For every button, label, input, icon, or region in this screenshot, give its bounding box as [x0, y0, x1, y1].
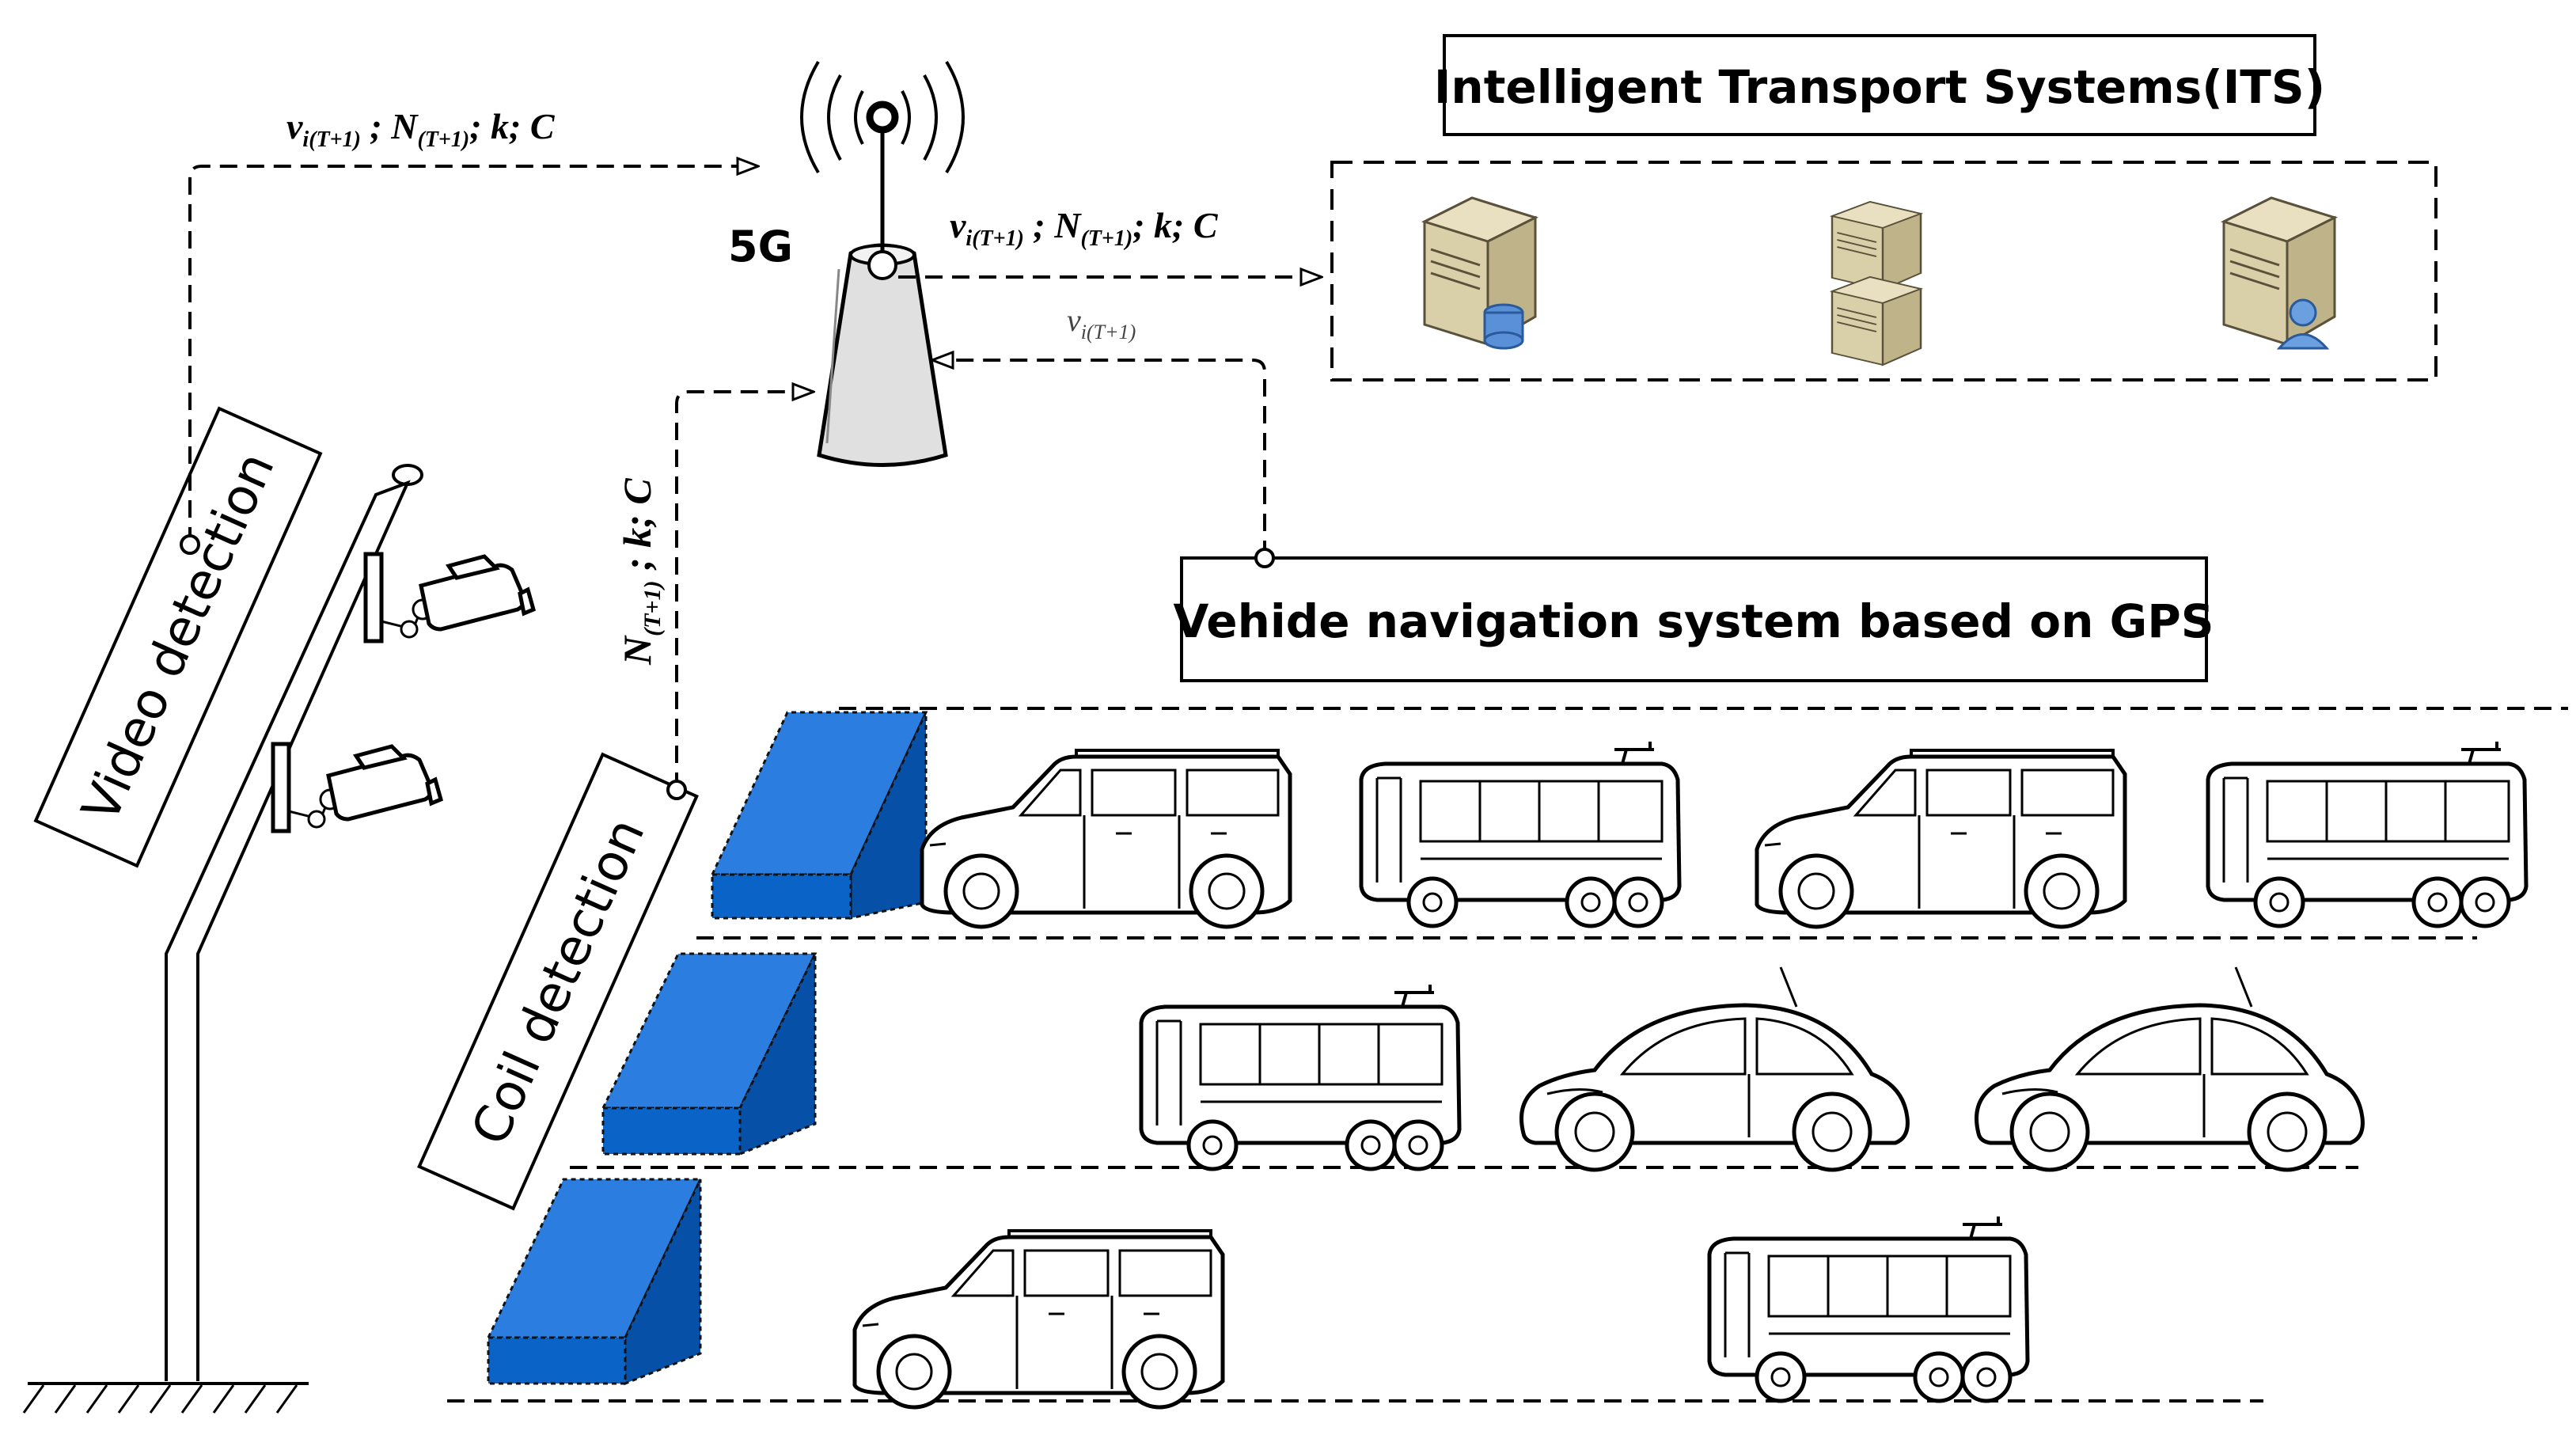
gps-navigation-box: Vehide navigation system based on GPS: [1174, 556, 2214, 682]
its-title-box: Intelligent Transport Systems(ITS): [1434, 34, 2325, 136]
antenna-icon: [800, 60, 965, 174]
gps-title: Vehide navigation system based on GPS: [1174, 594, 2214, 648]
beetle-car-icon: [1977, 967, 2363, 1170]
flow-label-coil: N(T+1) ; k; C: [615, 478, 666, 666]
coil-detector-block: [601, 952, 818, 1156]
bus-icon: [1141, 985, 1459, 1169]
coil-detector-block: [710, 711, 928, 920]
5g-label: 5G: [728, 222, 793, 271]
van-icon: [1757, 750, 2125, 927]
flow-label-its: vi(T+1) ; N(T+1); k; C: [950, 205, 1219, 251]
database-server-icon: [1423, 196, 1537, 350]
user-server-icon: [2222, 196, 2336, 350]
bus-icon: [1361, 742, 1679, 926]
server-rack-icon: [1831, 200, 1922, 366]
flow-video-to-tower: [180, 166, 758, 555]
van-icon: [855, 1231, 1223, 1407]
5g-tower: [817, 101, 948, 467]
flow-coil-to-tower: [666, 392, 814, 800]
flow-gps-to-tower: [932, 360, 1275, 568]
coil-detector-block: [486, 1178, 703, 1386]
camera-pole: [22, 464, 423, 1414]
its-servers-box: [1330, 161, 2438, 381]
its-title: Intelligent Transport Systems(ITS): [1434, 60, 2325, 114]
camera-icon: [366, 554, 533, 641]
beetle-car-icon: [1522, 967, 1908, 1170]
camera-icon: [273, 744, 441, 831]
flow-label-top: vi(T+1) ; N(T+1); k; C: [286, 106, 556, 152]
flow-label-gps: vi(T+1): [1067, 302, 1136, 344]
van-icon: [922, 750, 1290, 927]
bus-icon: [2208, 742, 2526, 926]
bus-icon: [1709, 1217, 2028, 1401]
